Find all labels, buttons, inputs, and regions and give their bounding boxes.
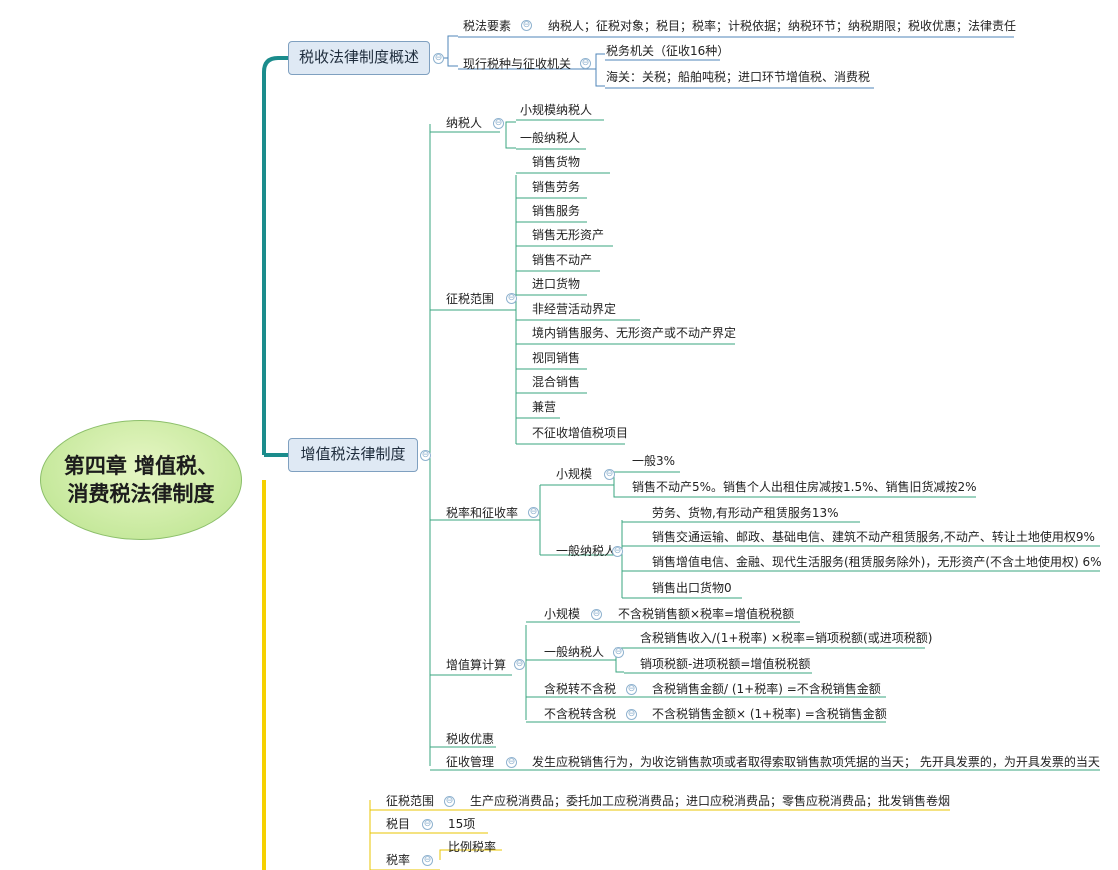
- collapse-icon[interactable]: ⊖: [591, 609, 602, 620]
- collapse-icon[interactable]: ⊖: [433, 53, 444, 64]
- root-label: 第四章 增值税、 消费税法律制度: [63, 454, 219, 506]
- collapse-icon[interactable]: ⊖: [422, 855, 433, 866]
- node-small-taxpayer[interactable]: 小规模纳税人: [520, 103, 593, 117]
- node-collection-mgmt[interactable]: 征收管理: [446, 755, 495, 769]
- collapse-icon[interactable]: ⊖: [580, 58, 591, 69]
- collapse-icon[interactable]: ⊖: [626, 709, 637, 720]
- list-item[interactable]: 进口货物: [532, 277, 581, 291]
- node-consumption-items[interactable]: 税目: [386, 817, 411, 831]
- list-item[interactable]: 销项税额-进项税额=增值税税额: [640, 657, 811, 671]
- collapse-icon[interactable]: ⊖: [613, 647, 624, 658]
- collapse-icon[interactable]: ⊖: [422, 819, 433, 830]
- list-item[interactable]: 比例税率: [448, 840, 497, 854]
- node-vat-calc[interactable]: 增值算计算: [446, 658, 507, 672]
- list-item[interactable]: 非经营活动界定: [532, 302, 617, 316]
- list-item[interactable]: 销售服务: [532, 204, 581, 218]
- topic-tax-law-overview[interactable]: 税收法律制度概述: [288, 41, 430, 75]
- list-item[interactable]: 含税销售金额/ (1+税率) =不含税销售金额: [652, 682, 881, 696]
- list-item[interactable]: 生产应税消费品；委托加工应税消费品；进口应税消费品；零售应税消费品；批发销售卷烟: [470, 794, 951, 808]
- node-general-taxpayer[interactable]: 一般纳税人: [520, 131, 581, 145]
- list-item[interactable]: 兼营: [532, 400, 557, 414]
- list-item[interactable]: 视同销售: [532, 351, 581, 365]
- collapse-icon[interactable]: ⊖: [514, 659, 525, 670]
- topic-label: 增值税法律制度: [300, 445, 406, 463]
- collapse-icon[interactable]: ⊖: [626, 684, 637, 695]
- collapse-icon[interactable]: ⊖: [521, 20, 532, 31]
- collapse-icon[interactable]: ⊖: [612, 546, 623, 557]
- list-item[interactable]: 15项: [448, 817, 476, 831]
- node-taxpayer[interactable]: 纳税人: [446, 116, 483, 130]
- list-item[interactable]: 销售不动产5%。销售个人出租住房减按1.5%、销售旧货减按2%: [632, 480, 977, 494]
- list-item[interactable]: 不含税销售额×税率=增值税税额: [618, 607, 795, 621]
- root-topic[interactable]: 第四章 增值税、 消费税法律制度: [40, 420, 242, 540]
- node-tax-elements-detail[interactable]: 纳税人；征税对象；税目；税率；计税依据；纳税环节；纳税期限；税收优惠；法律责任: [548, 19, 1017, 33]
- list-item[interactable]: 混合销售: [532, 375, 581, 389]
- node-rate-general[interactable]: 一般纳税人: [556, 544, 617, 558]
- node-tax-pref[interactable]: 税收优惠: [446, 732, 495, 746]
- list-item[interactable]: 销售货物: [532, 155, 581, 169]
- node-consumption-rate[interactable]: 税率: [386, 853, 411, 867]
- list-item[interactable]: 境内销售服务、无形资产或不动产界定: [532, 326, 737, 340]
- collapse-icon[interactable]: ⊖: [604, 469, 615, 480]
- node-tax-bureau[interactable]: 税务机关（征收16种）: [606, 44, 730, 58]
- node-calc-c2[interactable]: 不含税转含税: [544, 707, 617, 721]
- list-item[interactable]: 销售无形资产: [532, 228, 605, 242]
- topic-label: 税收法律制度概述: [298, 48, 419, 66]
- list-item[interactable]: 发生应税销售行为，为收讫销售款项或者取得索取销售款项凭据的当天； 先开具发票的，…: [532, 755, 1100, 769]
- list-item[interactable]: 销售增值电信、金融、现代生活服务(租赁服务除外)，无形资产(不含土地使用权) 6…: [652, 555, 1102, 569]
- node-rate-small[interactable]: 小规模: [556, 467, 593, 481]
- list-item[interactable]: 不征收增值税项目: [532, 426, 629, 440]
- node-customs[interactable]: 海关：关税；船舶吨税；进口环节增值税、消费税: [606, 70, 871, 84]
- list-item[interactable]: 销售交通运输、邮政、基础电信、建筑不动产租赁服务,不动产、转让土地使用权9%: [652, 530, 1095, 544]
- node-calc-small[interactable]: 小规模: [544, 607, 581, 621]
- node-tax-scope[interactable]: 征税范围: [446, 292, 495, 306]
- collapse-icon[interactable]: ⊖: [506, 757, 517, 768]
- list-item[interactable]: 含税销售收入/(1+税率) ×税率=销项税额(或进项税额): [640, 631, 933, 645]
- list-item[interactable]: 劳务、货物,有形动产租赁服务13%: [652, 506, 839, 520]
- collapse-icon[interactable]: ⊖: [420, 450, 431, 461]
- collapse-icon[interactable]: ⊖: [444, 796, 455, 807]
- node-calc-general[interactable]: 一般纳税人: [544, 645, 605, 659]
- node-calc-c1[interactable]: 含税转不含税: [544, 682, 617, 696]
- list-item[interactable]: 销售不动产: [532, 253, 593, 267]
- collapse-icon[interactable]: ⊖: [506, 293, 517, 304]
- collapse-icon[interactable]: ⊖: [493, 118, 504, 129]
- list-item[interactable]: 不含税销售金额× (1+税率) =含税销售金额: [652, 707, 887, 721]
- collapse-icon[interactable]: ⊖: [528, 507, 539, 518]
- node-current-taxes[interactable]: 现行税种与征收机关: [463, 57, 572, 71]
- list-item[interactable]: 销售出口货物0: [652, 581, 732, 595]
- node-rates[interactable]: 税率和征收率: [446, 506, 519, 520]
- list-item[interactable]: 一般3%: [632, 454, 676, 468]
- topic-vat-law[interactable]: 增值税法律制度: [288, 438, 418, 472]
- node-tax-elements[interactable]: 税法要素: [463, 19, 512, 33]
- list-item[interactable]: 销售劳务: [532, 180, 581, 194]
- node-consumption-scope[interactable]: 征税范围: [386, 794, 435, 808]
